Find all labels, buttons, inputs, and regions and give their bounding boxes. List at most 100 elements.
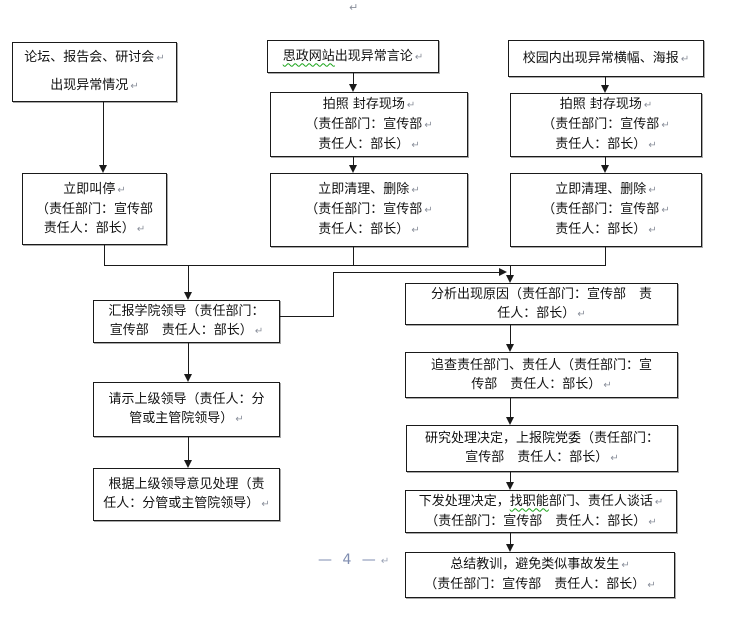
return-mark: ↵ bbox=[661, 205, 670, 216]
box-text: 责任人：部长） bbox=[555, 222, 647, 237]
box-text: 拍照 封存现场 bbox=[559, 97, 642, 112]
box-text: 责任人：部长） bbox=[555, 137, 647, 152]
arrowhead-down-icon bbox=[601, 85, 609, 93]
return-mark: ↵ bbox=[117, 184, 126, 196]
page-number-text: — 4 — bbox=[318, 552, 379, 568]
box-text: 校园内出现异常横幅、海报 bbox=[522, 50, 679, 66]
flowchart-box-stop-now[interactable]: 立即叫停↵ （责任部门：宣传部 责任人：部长）↵ bbox=[22, 173, 167, 245]
arrowhead-down-icon bbox=[349, 84, 357, 92]
box-text: 责任人：部长） bbox=[318, 136, 410, 152]
return-mark: ↵ bbox=[603, 379, 612, 391]
flowchart-box-website-speech[interactable]: 思政网站出现异常言论↵ bbox=[267, 40, 439, 73]
connector-line bbox=[510, 265, 511, 276]
return-mark: ↵ bbox=[261, 499, 270, 510]
return-mark: ↵ bbox=[621, 560, 630, 571]
flowchart-box-photo-seal-campus[interactable]: 拍照 封存现场↵ （责任部门：宣传部↵ 责任人：部长）↵ bbox=[510, 93, 702, 157]
connector-line bbox=[188, 265, 189, 293]
box-text: 传部 责任人：部长） bbox=[471, 376, 602, 392]
box-text: （责任部门：宣传部 责任人：部长） bbox=[425, 513, 647, 529]
connector-line bbox=[605, 157, 606, 166]
connector-line bbox=[188, 437, 189, 461]
box-text: 下发处理决定， bbox=[418, 493, 510, 509]
flowchart-box-analyze-cause[interactable]: 分析出现原因（责任部门：宣传部 责 任人：部长）↵ bbox=[405, 283, 678, 325]
return-mark: ↵ bbox=[254, 326, 264, 337]
arrowhead-down-icon bbox=[506, 544, 514, 552]
connector-line bbox=[280, 316, 334, 317]
box-text: 立即清理、删除 bbox=[555, 182, 647, 197]
flowchart-box-decide-report[interactable]: 研究处理决定，上报院党委（责任部门： 宣传部 责任人：部长）↵ bbox=[406, 425, 678, 472]
box-text: 宣传部 责任人：部长） bbox=[109, 323, 253, 338]
arrowhead-down-icon bbox=[506, 482, 514, 490]
connector-line bbox=[353, 73, 354, 85]
box-text: 管或主管院领导） bbox=[129, 411, 234, 426]
box-text: 出现异常言论 bbox=[334, 48, 413, 64]
arrowhead-down-icon bbox=[506, 417, 514, 425]
box-text: 立即叫停 bbox=[63, 181, 116, 197]
arrowhead-down-icon bbox=[349, 165, 357, 173]
page-number: — 4 —↵ bbox=[318, 552, 389, 568]
box-text: 责任人：部长） bbox=[318, 222, 410, 237]
return-mark: ↵ bbox=[648, 225, 657, 236]
arrowhead-down-icon bbox=[506, 275, 514, 283]
box-text: 任人：部长） bbox=[497, 305, 576, 321]
connector-line bbox=[510, 398, 511, 418]
arrowhead-down-icon bbox=[506, 344, 514, 352]
return-mark: ↵ bbox=[648, 516, 657, 528]
return-mark: ↵ bbox=[424, 119, 433, 131]
return-mark: ↵ bbox=[406, 99, 416, 111]
arrowhead-right-icon bbox=[499, 268, 507, 276]
box-text: （责任部门：宣传部 bbox=[542, 202, 660, 217]
box-text: 任人：分管或主管院领导） bbox=[103, 496, 260, 511]
box-text: 宣传部 责任人：部长） bbox=[465, 450, 609, 465]
flowchart-box-report-leaders[interactable]: 汇报学院领导（责任部门： 宣传部 责任人：部长）↵ bbox=[93, 300, 280, 343]
connector-line bbox=[333, 272, 499, 273]
return-mark: ↵ bbox=[647, 580, 656, 591]
flowchart-box-ask-superiors[interactable]: 请示上级领导（责任人：分 管或主管院领导）↵ bbox=[93, 382, 280, 437]
connector-line bbox=[104, 245, 105, 265]
box-text: 请示上级领导（责任人：分 bbox=[108, 392, 265, 407]
box-text: 拍照 封存现场 bbox=[322, 96, 405, 112]
flowchart-box-handle-per-opinion[interactable]: 根据上级领导意见处理（责 任人：分管或主管院领导）↵ bbox=[93, 468, 280, 521]
box-text: （责任部门：宣传部 bbox=[35, 201, 153, 217]
paragraph-mark: ↵ bbox=[349, 1, 359, 14]
box-text: 追查责任部门、责任人（责任部门：宣 bbox=[430, 357, 652, 373]
return-mark: ↵ bbox=[577, 308, 586, 320]
box-text: 总结教训，避免类似事故发生 bbox=[450, 557, 620, 572]
connector-line bbox=[188, 343, 189, 375]
flowchart-box-issue-decision[interactable]: 下发处理决定，找职能部门、责任人谈话↵ （责任部门：宣传部 责任人：部长）↵ bbox=[405, 490, 677, 533]
flowchart-box-forum-event[interactable]: 论坛、报告会、研讨会↵ 出现异常情况↵ bbox=[12, 42, 177, 102]
return-mark: ↵ bbox=[654, 496, 664, 508]
return-mark: ↵ bbox=[411, 185, 420, 196]
connector-line bbox=[353, 247, 354, 265]
return-mark: ↵ bbox=[424, 205, 433, 216]
connector-line bbox=[510, 472, 511, 483]
box-text: 部门、责任人谈话 bbox=[548, 493, 653, 509]
return-mark: ↵ bbox=[136, 223, 146, 235]
connector-line bbox=[333, 272, 334, 317]
flowchart-box-trace-responsibility[interactable]: 追查责任部门、责任人（责任部门：宣 传部 责任人：部长）↵ bbox=[405, 352, 678, 398]
box-text: （责任部门：宣传部 责任人：部长） bbox=[424, 577, 646, 592]
return-mark: ↵ bbox=[411, 225, 420, 236]
return-mark: ↵ bbox=[680, 53, 690, 65]
flowchart-box-campus-banner[interactable]: 校园内出现异常横幅、海报↵ bbox=[508, 40, 704, 77]
return-mark: ↵ bbox=[648, 185, 657, 196]
connector-line bbox=[510, 533, 511, 545]
flowchart-box-clean-delete-campus[interactable]: 立即清理、删除↵ （责任部门：宣传部↵ 责任人：部长）↵ bbox=[510, 173, 702, 247]
return-mark: ↵ bbox=[648, 140, 657, 151]
return-mark: ↵ bbox=[130, 81, 139, 92]
box-text: 责任人：部长） bbox=[43, 220, 135, 236]
box-text: 根据上级领导意见处理（责 bbox=[108, 477, 265, 492]
connector-line bbox=[605, 77, 606, 86]
connector-line bbox=[510, 325, 511, 345]
connector-line bbox=[103, 102, 104, 166]
arrowhead-down-icon bbox=[184, 292, 192, 300]
box-text: （责任部门：宣传部 bbox=[305, 202, 423, 217]
box-text: 出现异常情况 bbox=[50, 78, 129, 93]
flowchart-box-summarize[interactable]: 总结教训，避免类似事故发生↵ （责任部门：宣传部 责任人：部长）↵ bbox=[405, 552, 675, 598]
flowchart-box-clean-delete-web[interactable]: 立即清理、删除↵ （责任部门：宣传部↵ 责任人：部长）↵ bbox=[270, 173, 468, 247]
box-text: 分析出现原因（责任部门：宣传部 责 bbox=[430, 286, 652, 302]
return-mark: ↵ bbox=[610, 453, 619, 464]
flowchart-box-photo-seal-web[interactable]: 拍照 封存现场↵ （责任部门：宣传部↵ 责任人：部长）↵ bbox=[270, 92, 468, 157]
connector-line bbox=[353, 157, 354, 166]
